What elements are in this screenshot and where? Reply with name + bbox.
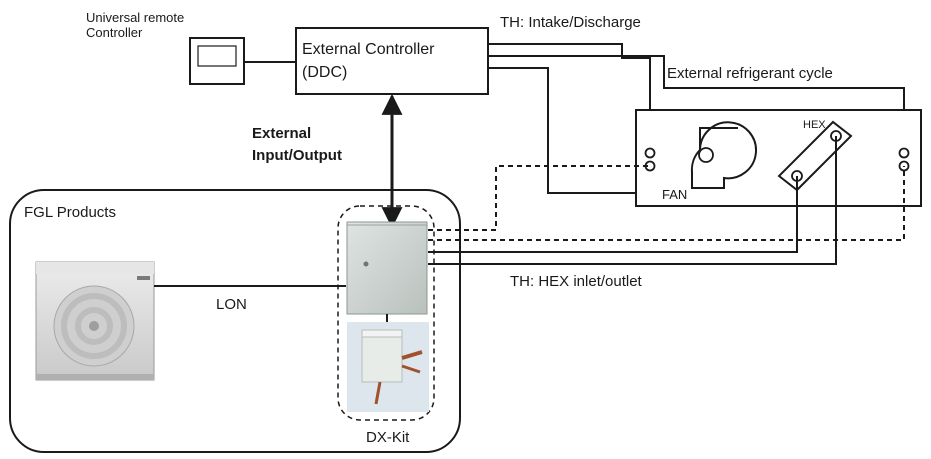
th-hex-inlet-outlet-label: TH: HEX inlet/outlet	[510, 273, 643, 290]
th-intake-discharge-label: TH: Intake/Discharge	[500, 14, 641, 31]
universal-remote-label-line2: Controller	[86, 25, 143, 40]
external-controller-label-line1: External Controller	[302, 41, 435, 58]
external-controller-box	[296, 28, 488, 94]
external-controller-label-line2: (DDC)	[302, 64, 347, 81]
lon-label: LON	[216, 296, 247, 313]
ddc-fan-signal-wire	[488, 68, 652, 193]
fan-label: FAN	[662, 187, 687, 202]
dx-kit-control-box-image	[347, 222, 427, 314]
ddc-intake-thermistor-wire	[488, 44, 650, 148]
hex-label: HEX	[803, 119, 826, 131]
external-io-label-line1: External	[252, 125, 311, 142]
fgl-products-label: FGL Products	[24, 204, 116, 221]
outdoor-unit-image	[36, 262, 154, 380]
universal-remote-controller	[190, 38, 244, 84]
external-refrigerant-cycle-label: External refrigerant cycle	[667, 65, 833, 82]
external-io-label-line2: Input/Output	[252, 147, 342, 164]
universal-remote-label-line1: Universal remote	[86, 10, 184, 25]
dx-kit-expansion-valve-image	[347, 322, 429, 412]
kit-intake-dashed-wire	[428, 166, 650, 230]
dx-kit-label: DX-Kit	[366, 429, 410, 446]
